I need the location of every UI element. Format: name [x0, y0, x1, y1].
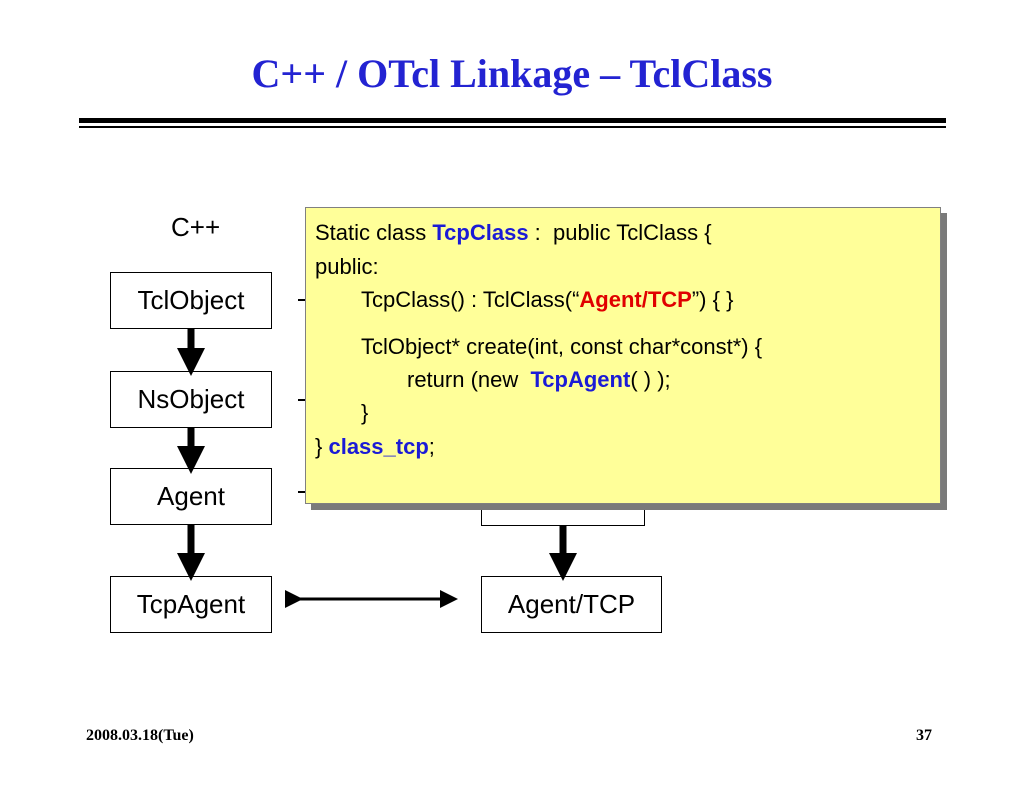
slide-title: C++ / OTcl Linkage – TclClass: [251, 51, 773, 96]
code-line-5: return (new TcpAgent( ) );: [407, 367, 671, 393]
code-line-7: } class_tcp;: [315, 434, 435, 460]
code-line-6: }: [361, 400, 369, 425]
code-var-name: class_tcp: [328, 434, 429, 459]
code-line-2: public:: [315, 254, 379, 279]
page-number: 37: [916, 727, 932, 744]
footer-date: 2008.03.18(Tue): [86, 727, 194, 744]
code-class-name: TcpAgent: [530, 367, 631, 392]
code-text: : public TclClass {: [528, 220, 712, 245]
code-text: ”) { }: [691, 287, 734, 312]
code-text: }: [315, 434, 329, 459]
box-tcpagent: TcpAgent: [110, 576, 272, 633]
code-otcl-name: Agent/TCP: [579, 287, 692, 312]
box-agent-tcp: Agent/TCP: [481, 576, 662, 633]
code-text: ;: [428, 434, 435, 459]
code-line-1: Static class TcpClass : public TclClass …: [315, 220, 712, 246]
code-popup: Static class TcpClass : public TclClass …: [305, 207, 941, 504]
code-line-4: TclObject* create(int, const char*const*…: [361, 334, 763, 359]
code-class-name: TcpClass: [432, 220, 529, 245]
code-text: Static class: [315, 220, 433, 245]
box-tclobject: TclObject: [110, 272, 272, 329]
code-text: ( ) );: [630, 367, 671, 392]
code-text: TcpClass() : TclClass(“: [361, 287, 580, 312]
box-nsobject: NsObject: [110, 371, 272, 428]
code-line-3: TcpClass() : TclClass(“Agent/TCP”) { }: [361, 287, 733, 313]
cpp-column-label: C++: [171, 212, 221, 242]
title-rule-thin: [79, 126, 946, 128]
title-rule-thick: [79, 118, 946, 123]
code-text: return (new: [407, 367, 531, 392]
